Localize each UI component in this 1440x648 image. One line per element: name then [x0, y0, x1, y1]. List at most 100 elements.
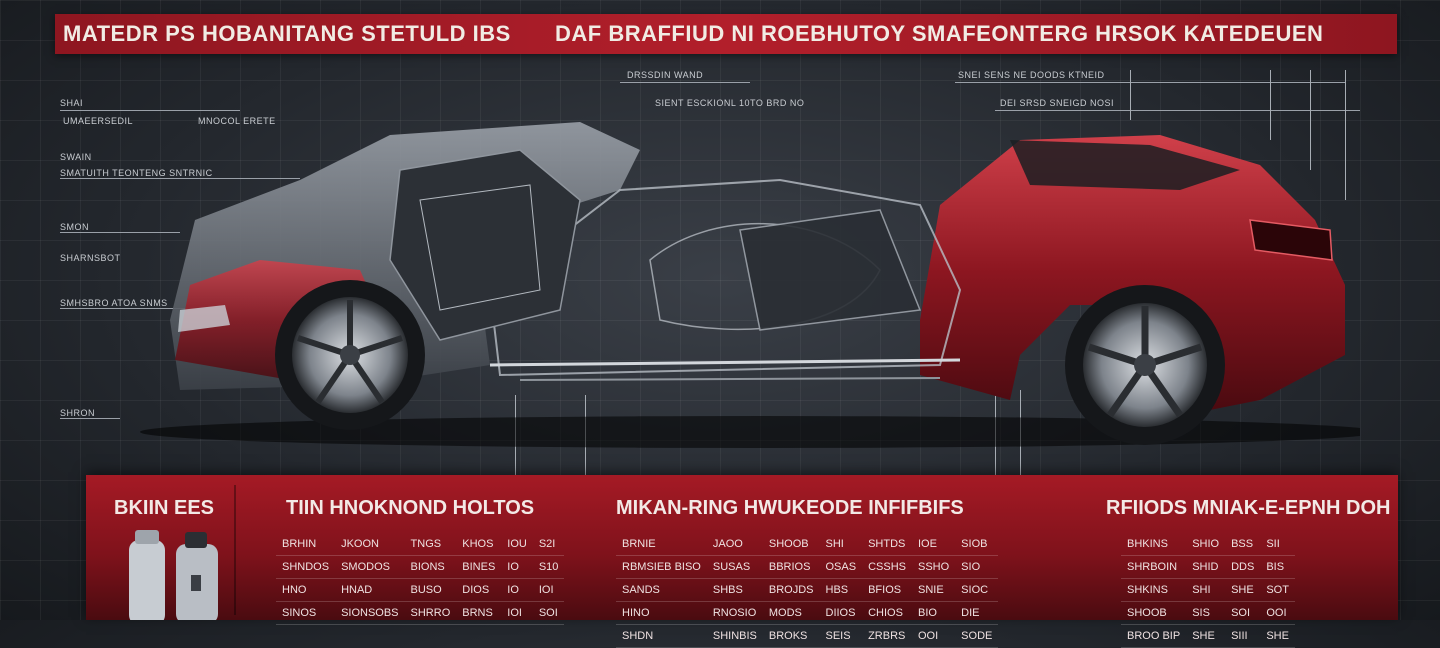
- table-cell: SIONSOBS: [341, 607, 399, 619]
- callout-label: UMAEERSEDIL: [63, 116, 134, 126]
- table-cell: SEIS: [825, 630, 851, 642]
- fluid-bottle-icon: [129, 530, 218, 620]
- table-cell: SNIE: [917, 584, 944, 596]
- leader-line: [60, 110, 240, 111]
- leader-line: [60, 418, 120, 419]
- callout-label: SHRON: [60, 408, 96, 418]
- table-cell: CHIOS: [868, 607, 903, 619]
- table-cell: RBMSIEB BISO: [622, 561, 701, 573]
- table-cell: IOI: [507, 607, 522, 619]
- table-cell: IO: [507, 584, 519, 596]
- table-cell: SHINBIS: [712, 630, 757, 642]
- table-cell: DIE: [961, 607, 980, 619]
- table-cell: BRNIE: [622, 538, 656, 550]
- leader-line: [60, 232, 180, 233]
- table-cell: SHID: [1192, 561, 1219, 573]
- table-cell: SHNDOS: [282, 561, 330, 573]
- leader-line: [620, 82, 750, 83]
- table-cell: SHRBOIN: [1127, 561, 1178, 573]
- panel-header: MIKAN-RING HWUKEODE INFIFBIFS: [616, 497, 964, 519]
- table-cell: SIS: [1192, 607, 1210, 619]
- callout-label: DRSSDIN WAND: [627, 70, 704, 80]
- table-cell: BHKINS: [1127, 538, 1168, 550]
- table-cell: SOI: [1231, 607, 1251, 619]
- callout-label: SHARNSBOT: [60, 253, 121, 263]
- table-cell: BROKS: [768, 630, 808, 642]
- table-cell: DIIOS: [825, 607, 856, 619]
- callout-label: DEI SRSD SNEIGD NOSI: [1000, 98, 1115, 108]
- table-cell: SANDS: [622, 584, 660, 596]
- table-cell: RNOSIO: [712, 607, 757, 619]
- callout-label: SNEI SENS NE DOODS KTNEID: [958, 70, 1105, 80]
- table-cell: SSHO: [917, 561, 950, 573]
- table-cell: BRHIN: [282, 538, 317, 550]
- table-cell: CSSHS: [868, 561, 906, 573]
- specs-panel: BKIIN EES TIIN HNOKNOND HOLTOS MIKAN-RIN…: [86, 475, 1398, 648]
- title-banner: MATEDR PS HOBANITANG STETULD IBS DAF BRA…: [55, 14, 1397, 54]
- leader-line: [60, 178, 300, 179]
- table-cell: DDS: [1231, 561, 1255, 573]
- panel-header: TIIN HNOKNOND HOLTOS: [286, 497, 535, 519]
- table-cell: IO: [507, 561, 519, 573]
- table-cell: KHOS: [462, 538, 494, 550]
- table-cell: IOU: [507, 538, 527, 550]
- panel-corner-title: BKIIN EES: [114, 497, 215, 519]
- table-cell: SHE: [1231, 584, 1254, 596]
- table-cell: BFIOS: [868, 584, 902, 596]
- table-cell: SIOC: [961, 584, 989, 596]
- callout-label: MNOCOL ERETE: [198, 116, 276, 126]
- callout-label: SWAIN: [60, 152, 92, 162]
- table-cell: BINES: [462, 561, 496, 573]
- panel-header: RFIIODS MNIAK-E-EPNH DOH: [1106, 497, 1391, 519]
- table-cell: SHE: [1266, 630, 1289, 642]
- table-cell: OOI: [917, 630, 939, 642]
- table-cell: HNAD: [341, 584, 373, 596]
- table-cell: SMODOS: [341, 561, 390, 573]
- callout-label: SMATUITH TEONTENG SNTRNIC: [60, 168, 213, 178]
- leader-line: [60, 308, 200, 309]
- table-cell: BROO BIP: [1127, 630, 1181, 642]
- table-cell: BUSO: [410, 584, 442, 596]
- table-cell: SHI: [1192, 584, 1211, 596]
- table-cell: BBRIOS: [768, 561, 811, 573]
- dimension-line: [1130, 70, 1131, 120]
- leader-line: [995, 110, 1360, 111]
- table-cell: SHIO: [1192, 538, 1220, 550]
- table-cell: MODS: [768, 607, 802, 619]
- table-cell: SIII: [1231, 630, 1248, 642]
- table-cell: BIS: [1266, 561, 1285, 573]
- callout-label: SHAI: [60, 98, 84, 108]
- table-cell: SHRRO: [410, 607, 451, 619]
- table-cell: SIOB: [961, 538, 988, 550]
- leader-line: [955, 82, 1345, 83]
- table-cell: S10: [538, 561, 559, 573]
- banner-right-title: DAF BRAFFIUD NI ROEBHUTOY SMAFEONTERG HR…: [555, 21, 1324, 46]
- callout-label: SMON: [60, 222, 89, 232]
- table-cell: SHOOB: [1127, 607, 1167, 619]
- table-cell: BSS: [1231, 538, 1254, 550]
- table-cell: HINO: [622, 607, 650, 619]
- table-cell: SHDN: [622, 630, 654, 642]
- table-cell: SHOOB: [768, 538, 809, 550]
- table-cell: SINOS: [282, 607, 317, 619]
- callout-label: SIENT ESCKIONL 10TO BRD NO: [655, 98, 805, 108]
- table-row: BROO BIP SHE SIII SHE: [1121, 625, 1295, 648]
- table-cell: IOE: [917, 538, 937, 550]
- panel-divider: [234, 485, 236, 615]
- table-cell: DIOS: [462, 584, 490, 596]
- table-cell: ZRBRS: [868, 630, 906, 642]
- table-cell: SHE: [1192, 630, 1215, 642]
